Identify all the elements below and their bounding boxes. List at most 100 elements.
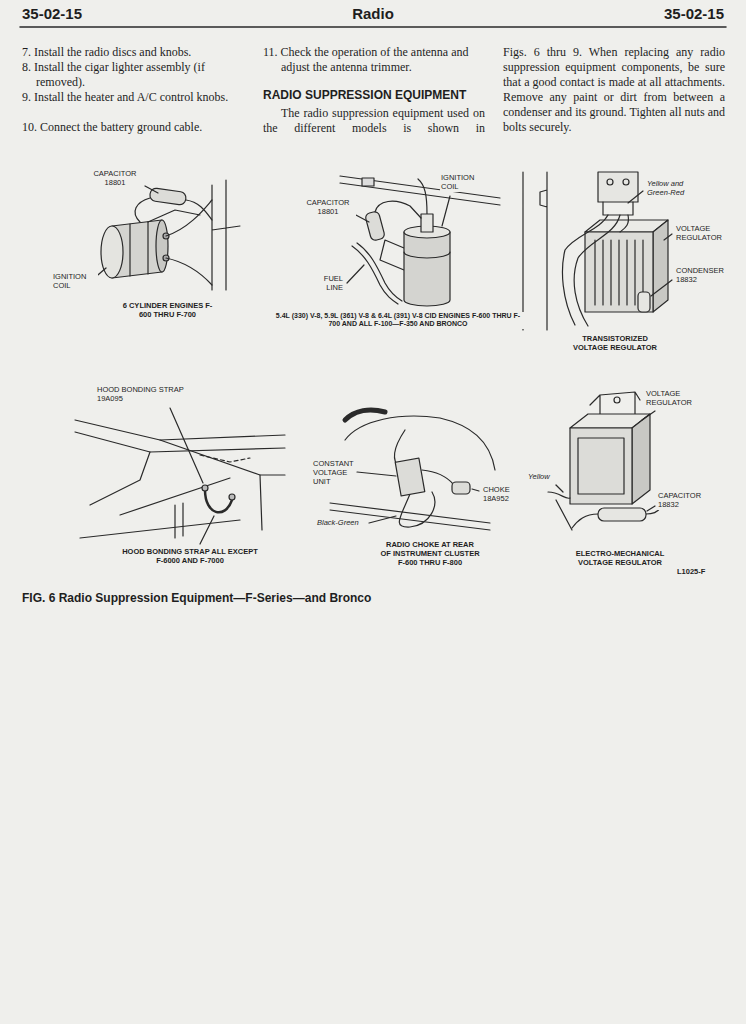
voltage-regulator-drawing — [607, 179, 613, 185]
leader-line — [556, 485, 563, 492]
hood-bonding-strap-drawing — [229, 494, 235, 500]
leader-line — [354, 214, 369, 222]
ignition-coil-drawing — [101, 180, 240, 290]
voltage-regulator-drawing — [638, 292, 650, 312]
leader-line — [651, 280, 672, 296]
body-text: Figs. 6 thru 9. When replacing any radio… — [503, 45, 725, 135]
part-label: VOLTAGE REGULATOR — [675, 225, 727, 243]
part-label: VOLTAGE REGULATOR — [645, 390, 703, 408]
voltage-regulator-drawing — [523, 172, 547, 330]
figure-caption: ELECTRO-MECHANICAL VOLTAGE REGULATOR — [560, 550, 680, 568]
part-label: IGNITION COIL — [440, 174, 482, 192]
header-rule — [20, 26, 726, 28]
figure-caption: TRANSISTORIZED VOLTAGE REGULATOR — [565, 335, 665, 353]
leader-line — [442, 196, 450, 226]
ignition-coil-drawing — [380, 240, 404, 270]
header-rule — [20, 26, 726, 27]
radio-choke-drawing — [345, 410, 385, 420]
voltage-regulator-drawing — [653, 220, 668, 312]
step-text: 7. Install the radio discs and knobs. — [22, 45, 248, 60]
voltage-regulator-drawing — [572, 514, 598, 528]
leader-line — [642, 411, 655, 420]
page-number: 35-02-15 — [614, 5, 724, 22]
ignition-coil-drawing — [130, 222, 148, 276]
ignition-coil-drawing — [186, 200, 212, 220]
ignition-coil-drawing — [340, 176, 500, 306]
part-label: HOOD BONDING STRAP 19A095 — [96, 386, 191, 404]
body-text: The radio suppression equipment used on … — [263, 106, 485, 136]
figure-caption: 6 CYLINDER ENGINES F-600 THRU F-700 — [120, 302, 215, 320]
voltage-regulator-drawing — [590, 392, 640, 414]
voltage-regulator-drawing — [632, 414, 650, 504]
ignition-coil-drawing — [362, 178, 374, 186]
figure-code: L1025-F — [676, 568, 724, 577]
voltage-regulator-drawing — [614, 397, 620, 403]
ignition-coil-drawing — [418, 179, 427, 214]
part-label: CONDENSER 18832 — [675, 267, 727, 285]
leader-line — [92, 186, 158, 280]
section-heading: RADIO SUPPRESSION EQUIPMENT — [263, 88, 485, 103]
voltage-regulator-drawing — [585, 232, 653, 312]
part-label: CAPACITOR 18801 — [86, 170, 144, 188]
step-text: 10. Connect the battery ground cable. — [22, 120, 248, 135]
ignition-coil-drawing — [357, 243, 402, 301]
hood-bonding-strap-drawing — [202, 485, 208, 491]
leader-line — [664, 234, 672, 240]
figure-caption: RADIO CHOKE AT REAR OF INSTRUMENT CLUSTE… — [379, 541, 481, 568]
voltage-regulator-drawing — [562, 215, 608, 325]
ignition-coil-drawing — [375, 201, 421, 218]
page-number: 35-02-15 — [22, 5, 132, 22]
hood-bonding-strap-drawing — [90, 452, 150, 505]
part-label: CONSTANT VOLTAGE UNIT — [312, 460, 354, 487]
hood-bonding-strap-drawing — [160, 440, 285, 475]
voltage-regulator-drawing — [548, 392, 661, 530]
ignition-coil-drawing — [166, 258, 212, 285]
voltage-regulator-drawing — [595, 240, 643, 305]
hood-bonding-strap-drawing — [75, 432, 285, 452]
ignition-coil-drawing — [421, 214, 433, 232]
step-text: 8. Install the cigar lighter assembly (i… — [22, 60, 248, 90]
step-text: 9. Install the heater and A/C control kn… — [22, 90, 248, 105]
leader-line — [472, 489, 479, 491]
leader-line — [170, 408, 203, 483]
part-label: CHOKE 18A952 — [482, 486, 518, 504]
ignition-coil-drawing — [156, 220, 168, 272]
hood-bonding-strap-drawing — [260, 475, 262, 530]
figure-caption: HOOD BONDING STRAP ALL EXCEPT F-6000 AND… — [120, 548, 260, 566]
voltage-regulator-drawing — [574, 215, 620, 326]
ignition-coil-drawing — [404, 232, 450, 306]
part-label: IGNITION COIL — [52, 273, 98, 291]
voltage-regulator-drawing — [570, 428, 632, 504]
hood-bonding-strap-drawing — [75, 420, 285, 538]
voltage-regulator-drawing — [578, 438, 624, 494]
wire-color-label: Black-Green — [316, 519, 368, 528]
leader-line — [145, 186, 158, 193]
wire-color-label: Yellow — [527, 473, 557, 482]
voltage-regulator-drawing — [548, 492, 570, 498]
radio-choke-drawing — [399, 492, 434, 527]
wire-color-label: Yellow and Green-Red — [646, 180, 694, 198]
ignition-coil-drawing — [166, 200, 212, 236]
leader-line — [357, 472, 396, 476]
hood-bonding-strap-drawing — [175, 503, 183, 538]
part-label: CAPACITOR 18801 — [300, 199, 356, 217]
voltage-regulator-drawing — [623, 179, 629, 185]
part-label: FUEL LINE — [312, 275, 344, 293]
leader-line — [628, 191, 672, 296]
leader-line — [170, 408, 214, 544]
ignition-coil-drawing — [212, 180, 240, 290]
leader-line — [200, 516, 214, 544]
voltage-regulator-drawing — [603, 202, 633, 215]
leader-line — [628, 191, 643, 203]
leader-line — [369, 516, 396, 523]
radio-choke-drawing — [452, 482, 470, 494]
voltage-regulator-drawing — [620, 215, 628, 232]
voltage-regulator-drawing — [598, 172, 638, 202]
figure-caption: 5.4L (330) V-8, 5.9L (361) V-8 & 6.4L (3… — [270, 312, 526, 329]
page-title: Radio — [323, 5, 423, 22]
leader-line — [647, 506, 655, 511]
step-text: 11. Check the operation of the antenna a… — [263, 45, 485, 75]
hood-bonding-strap-drawing — [80, 520, 240, 538]
hood-bonding-strap-drawing — [205, 490, 232, 512]
ignition-coil-drawing — [149, 188, 186, 206]
